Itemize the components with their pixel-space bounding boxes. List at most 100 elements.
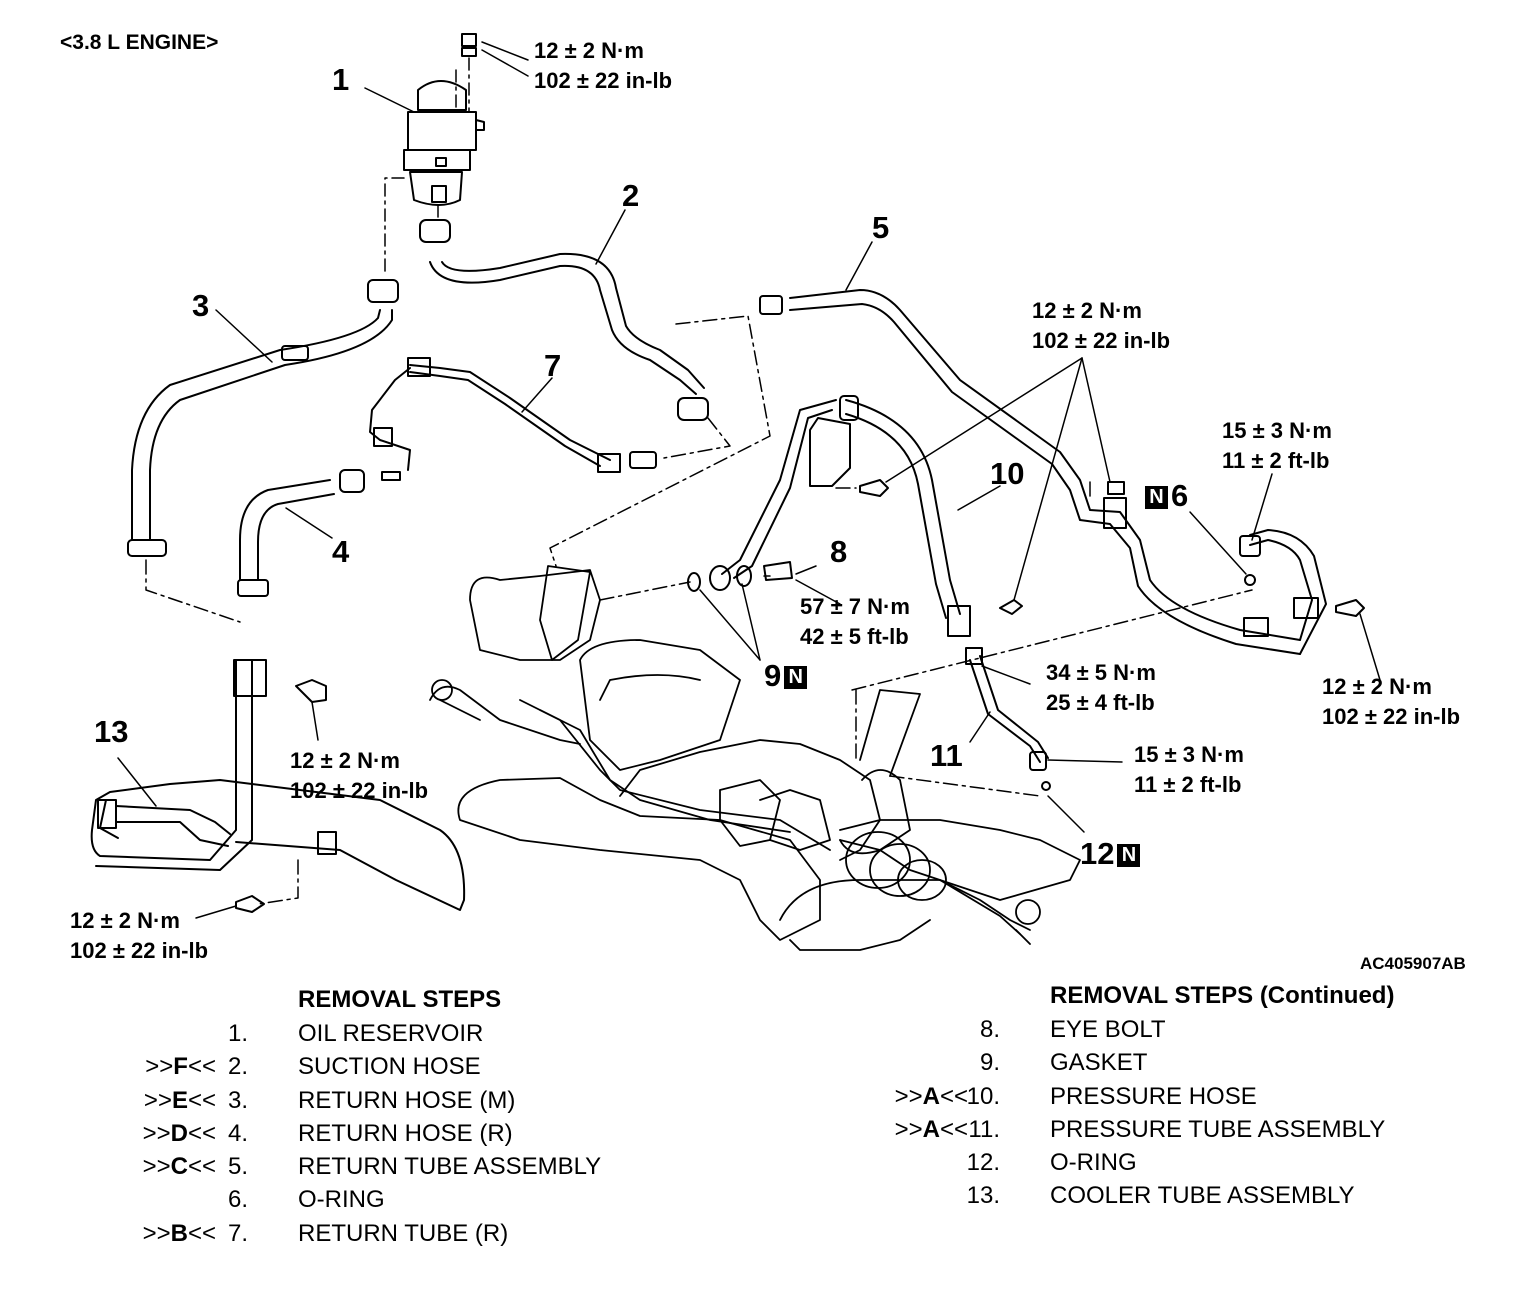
callout-13: 13 xyxy=(94,714,129,749)
torque-cooler-bolt-lower-inlb: 102 ± 22 in-lb xyxy=(70,938,209,963)
removal-step-number: 8. xyxy=(979,1016,1000,1043)
removal-step-mark: >>E<< xyxy=(144,1087,216,1115)
removal-step-row: >>E<<3.RETURN HOSE (M) xyxy=(0,1087,740,1120)
removal-step-mark: >>F<< xyxy=(145,1053,216,1081)
removal-step-name: EYE BOLT xyxy=(1050,1016,1166,1043)
eye-bolt-gaskets-drawing xyxy=(687,399,837,592)
leader-lines xyxy=(117,41,1381,919)
oil-reservoir-drawing xyxy=(403,33,485,206)
torque-oring-6: 15 ± 3 N·m 11 ± 2 ft-lb xyxy=(1222,416,1332,476)
removal-step-number: 6. xyxy=(227,1186,248,1214)
n-mark-12: N xyxy=(1117,844,1141,867)
removal-step-name: PRESSURE TUBE ASSEMBLY xyxy=(1050,1115,1386,1143)
torque-return-tube-clamp-inlb: 102 ± 22 in-lb xyxy=(1032,328,1171,353)
removal-step-name: RETURN TUBE ASSEMBLY xyxy=(298,1153,602,1181)
suction-hose-drawing xyxy=(419,219,709,421)
removal-step-name: RETURN TUBE (R) xyxy=(298,1219,509,1247)
removal-step-mark-prefix: >> xyxy=(894,1082,923,1110)
torque-pressure-hose-ftlb: 25 ± 4 ft-lb xyxy=(1046,690,1155,715)
callout-9-number: 9 xyxy=(764,658,782,693)
removal-step-mark-prefix: >> xyxy=(142,1153,171,1181)
removal-step-row: >>D<<4.RETURN HOSE (R) xyxy=(0,1120,740,1153)
removal-step-number: 11. xyxy=(968,1115,1000,1143)
removal-step-mark-suffix: << xyxy=(187,1153,216,1181)
torque-reservoir-inlb: 102 ± 22 in-lb xyxy=(534,68,673,93)
removal-step-name: OIL RESERVOIR xyxy=(298,1020,484,1047)
removal-step-number: 10. xyxy=(966,1082,1000,1110)
removal-step-name: O-RING xyxy=(1050,1149,1137,1177)
torque-oring-6-nm: 15 ± 3 N·m xyxy=(1222,418,1332,443)
callout-2: 2 xyxy=(622,178,640,213)
return-tube-r-drawing xyxy=(369,357,657,481)
removal-step-mark-prefix: >> xyxy=(145,1053,174,1081)
torque-bracket-right: 12 ± 2 N·m 102 ± 22 in-lb xyxy=(1322,672,1460,732)
torque-pressure-hose-nm: 34 ± 5 N·m xyxy=(1046,660,1156,685)
removal-step-mark-letter: E xyxy=(171,1086,188,1114)
removal-step-mark-suffix: << xyxy=(939,1115,968,1143)
torque-cooler-bolt-upper: 12 ± 2 N·m 102 ± 22 in-lb xyxy=(290,746,428,806)
removal-step-mark-letter: D xyxy=(170,1119,188,1147)
removal-step-mark-prefix: >> xyxy=(142,1219,171,1247)
torque-cooler-bolt-upper-nm: 12 ± 2 N·m xyxy=(290,748,400,773)
torque-eye-bolt-ftlb: 42 ± 5 ft-lb xyxy=(800,624,909,649)
removal-step-number: 2. xyxy=(227,1053,248,1081)
pressure-hose-drawing xyxy=(809,395,971,637)
removal-step-number: 5. xyxy=(227,1153,248,1181)
torque-pressure-tube: 15 ± 3 N·m 11 ± 2 ft-lb xyxy=(1134,740,1244,800)
callout-11: 11 xyxy=(930,738,963,773)
torque-bracket-right-nm: 12 ± 2 N·m xyxy=(1322,674,1432,699)
removal-step-number: 9. xyxy=(979,1049,1000,1077)
removal-step-mark-letter: A xyxy=(922,1115,940,1143)
removal-step-mark-letter: C xyxy=(170,1153,188,1181)
torque-oring-6-ftlb: 11 ± 2 ft-lb xyxy=(1222,448,1330,473)
removal-step-mark-prefix: >> xyxy=(142,1119,171,1147)
removal-step-row: >>B<< 7. RETURN TUBE (R) xyxy=(0,1220,740,1253)
torque-return-tube-clamp-nm: 12 ± 2 N·m xyxy=(1032,298,1142,323)
removal-step-row: 6. O-RING xyxy=(0,1186,740,1219)
removal-step-number: 13. xyxy=(966,1182,1000,1210)
removal-step-row: >>F<< 2. SUCTION HOSE xyxy=(0,1053,740,1086)
removal-step-number: 4. xyxy=(227,1119,248,1147)
removal-step-mark-suffix: << xyxy=(187,1219,216,1247)
torque-reservoir-nm: 12 ± 2 N·m xyxy=(534,38,644,63)
removal-step-number: 7. xyxy=(227,1219,248,1247)
removal-step-number: 3. xyxy=(227,1086,248,1114)
removal-step-name: COOLER TUBE ASSEMBLY xyxy=(1050,1182,1355,1210)
figure-code: AC405907AB xyxy=(1360,954,1466,973)
cooler-tube-assembly-drawing xyxy=(90,659,466,911)
removal-step-row: 13. COOLER TUBE ASSEMBLY xyxy=(740,1182,1500,1215)
callout-4: 4 xyxy=(332,534,350,569)
torque-reservoir: 12 ± 2 N·m 102 ± 22 in-lb xyxy=(534,36,672,96)
torque-pressure-tube-nm: 15 ± 3 N·m xyxy=(1134,742,1244,767)
removal-step-mark: >>D<< xyxy=(143,1120,216,1148)
removal-step-row: 9.GASKET xyxy=(740,1049,1500,1082)
removal-steps-continued-title: REMOVAL STEPS (Continued) xyxy=(1050,982,1395,1009)
callout-12-number: 12 xyxy=(1080,836,1115,871)
removal-step-mark-letter: B xyxy=(170,1219,188,1247)
removal-step-row: >>C<< 5. RETURN TUBE ASSEMBLY xyxy=(0,1153,740,1186)
torque-return-tube-clamp: 12 ± 2 N·m 102 ± 22 in-lb xyxy=(1032,296,1170,356)
torque-cooler-bolt-lower: 12 ± 2 N·m 102 ± 22 in-lb xyxy=(70,906,208,966)
n-mark-9: N xyxy=(784,666,808,689)
removal-step-mark-prefix: >> xyxy=(143,1086,172,1114)
torque-eye-bolt: 57 ± 7 N·m 42 ± 5 ft-lb xyxy=(800,592,910,652)
removal-step-mark-letter: A xyxy=(922,1082,940,1110)
removal-step-mark-suffix: << xyxy=(187,1119,216,1147)
torque-pressure-tube-ftlb: 11 ± 2 ft-lb xyxy=(1134,772,1242,797)
torque-cooler-bolt-lower-nm: 12 ± 2 N·m xyxy=(70,908,180,933)
bolts xyxy=(235,479,1365,913)
removal-step-number: 1. xyxy=(227,1020,248,1047)
removal-steps-continued-list: REMOVAL STEPS (Continued) 8. EYE BOLT 9.GA… xyxy=(740,982,1500,1216)
removal-step-mark-letter: F xyxy=(173,1053,188,1081)
removal-step-name: SUCTION HOSE xyxy=(298,1053,481,1081)
return-hose-r-drawing xyxy=(237,469,365,597)
removal-step-name: O-RING xyxy=(298,1186,385,1214)
removal-step-mark: >>C<< xyxy=(143,1153,216,1181)
callout-1: 1 xyxy=(332,62,350,97)
callout-8: 8 xyxy=(830,534,848,569)
pressure-tube-assembly-drawing xyxy=(965,647,1051,791)
